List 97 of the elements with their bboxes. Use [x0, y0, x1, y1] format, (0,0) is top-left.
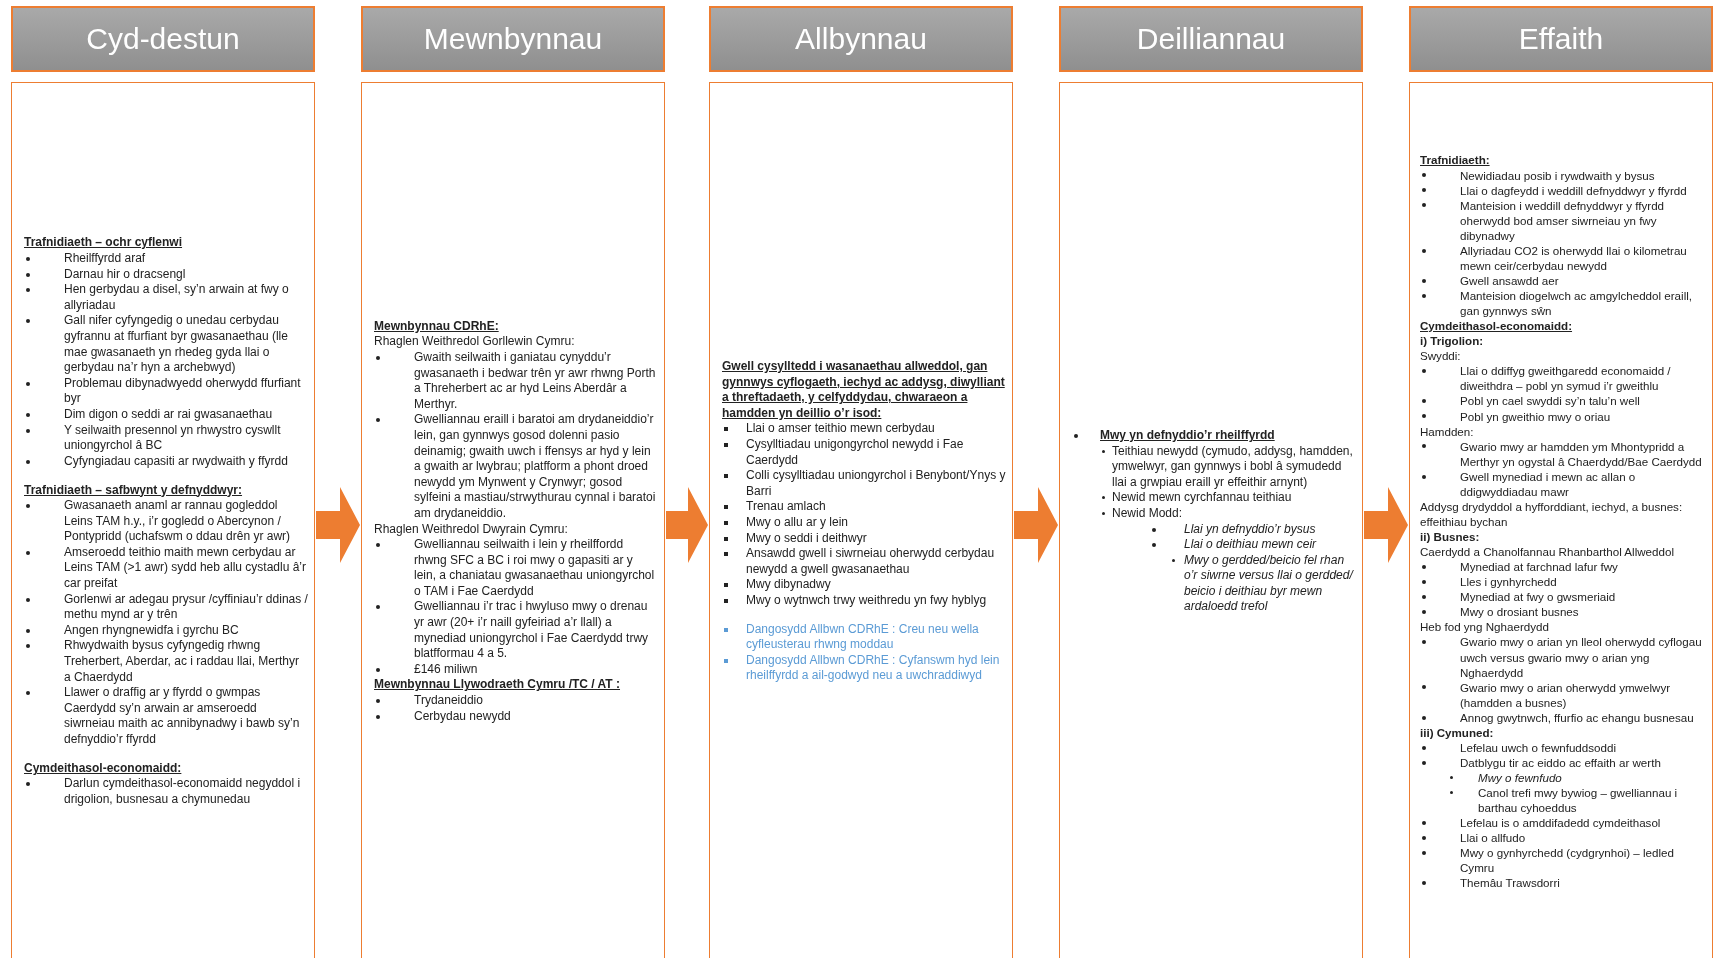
subheading-text: i) Trigolion: [1420, 334, 1484, 348]
bullet-item: Trenau amlach [746, 499, 826, 514]
bullet-item: Mynediad at farchnad lafur fwy [1460, 560, 1618, 574]
bullet-item: Llai o amser teithio mewn cerbydau [746, 421, 935, 436]
bullet-item: Themâu Trawsdorri [1460, 876, 1560, 890]
subheading-text: Caerdydd a Chanolfannau Rhanbarthol Allweddol [1420, 545, 1674, 559]
section-heading: Cymdeithasol-economaidd: [24, 760, 182, 775]
column-header: Deilliannau [1059, 6, 1363, 72]
bullet-item: Gwelliannau i’r trac i hwyluso mwy o drenau yr awr (20+ i’r naill gyfeiriad a’r llall) a mynediad uniongyrchol i Fae Caerdydd trwy blatfformau 4 a 5. [414, 599, 649, 661]
bullet-item: Datblygu tir ac eiddo ac effaith ar werth [1460, 755, 1661, 769]
bullet-item: Llai o allfudo [1460, 831, 1526, 845]
bullet-item: Pobl yn cael swyddi sy’n talu’n well [1460, 394, 1640, 408]
bullet-item: Gwasanaeth anaml ar rannau gogleddol Leins TAM h.y., i’r gogledd o Abercynon / Pontypridd (uchafswm o ddau drên yr awr) [64, 498, 291, 544]
block-arrow [316, 487, 360, 563]
section-heading: Mwy yn defnyddio’r rheilffyrdd [1100, 427, 1275, 442]
bullet-item: Manteision diogelwch ac amgylcheddol eraill, gan gynnwys sŵn [1460, 289, 1692, 318]
bullet-item: Allyriadau CO2 is oherwydd llai o kilometrau mewn ceir/cerbydau newydd [1460, 243, 1687, 272]
bullet-item: Hen gerbydau a disel, sy’n arwain at fwy o allyriadau [64, 282, 289, 312]
bullet-item: Canol trefi mwy bywiog – gwelliannau i barthau cyhoeddus [1478, 786, 1678, 815]
column-header: Cyd-destun [11, 6, 315, 72]
bullet-item: Gwario mwy o arian oherwydd ymwelwyr (hamdden a busnes) [1460, 680, 1671, 709]
bullet-item: Llai o ddiffyg gweithgaredd economaidd / diweithdra – pobl yn symud i’r gweithlu [1460, 364, 1671, 393]
subheading-text: Swyddi: [1420, 349, 1461, 363]
section-heading: Cymdeithasol-economaidd: [1420, 319, 1573, 333]
column-panel [1409, 82, 1713, 958]
bullet-item: Gall nifer cyfyngedig o unedau cerbydau gyfrannu at ffurfiant byr gwasanaethau (lle mae gwasanaeth yn rhedeg gyda llai o gerbydau na’r hyn a archebwyd) [64, 313, 288, 375]
bullet-item: Dangosydd Allbwn CDRhE : Cyfanswm hyd lein rheilffyrdd a ail-godwyd neu a uwchraddiwyd [746, 652, 1000, 683]
bullet-item: Mwy o seddi i deithwyr [746, 530, 867, 545]
subheading-text: Rhaglen Weithredol Dwyrain Cymru: [374, 521, 568, 536]
subheading-text: iii) Cymuned: [1420, 725, 1494, 739]
section-heading: Trafnidiaeth: [1420, 153, 1490, 167]
bullet-item: Lefelau uwch o fewnfuddsoddi [1460, 740, 1616, 754]
block-arrow [666, 487, 708, 563]
block-arrow [1014, 487, 1058, 563]
bullet-item: Manteision i weddill defnyddwyr y ffyrdd oherwydd bod amser siwrneiau yn fwy dibynadwy [1460, 198, 1665, 242]
bullet-item: Ansawdd gwell i siwrneiau oherwydd cerbydau newydd a gwell gwasanaethau [746, 546, 995, 576]
section-heading: Mewnbynnau Llywodraeth Cymru /TC / AT : [374, 677, 620, 692]
bullet-item: Gwell mynediad i mewn ac allan o ddigwyddiadau mawr [1460, 469, 1636, 498]
column-panel [361, 82, 665, 958]
section-heading: Trafnidiaeth – ochr cyflenwi [24, 235, 183, 250]
bullet-item: Gwario mwy ar hamdden ym Mhontypridd a Merthyr yn ogystal â Chaerdydd/Bae Caerdydd [1460, 439, 1702, 468]
section-heading: Mewnbynnau CDRhE: [374, 318, 499, 333]
subheading-text: Heb fod yng Nghaerdydd [1420, 620, 1549, 634]
bullet-item: Llai o deithiau mewn ceir [1184, 537, 1317, 552]
bullet-item: Gorlenwi ar adegau prysur /cyffiniau’r ddinas / methu mynd ar y trên [64, 591, 308, 622]
bullet-item: Cysylltiadau unigongyrchol newydd i Fae Caerdydd [746, 436, 964, 467]
subheading-text: Rhaglen Weithredol Gorllewin Cymru: [374, 334, 575, 349]
bullet-item: £146 miliwn [414, 661, 478, 676]
bullet-item: Annog gwytnwch, ffurfio ac ehangu busnesau [1460, 710, 1694, 724]
bullet-item: Colli cysylltiadau uniongyrchol i Benybont/Ynys y Barri [746, 468, 1006, 498]
bullet-item: Newidiadau posib i rywdwaith y bysus [1460, 168, 1655, 182]
bullet-item: Lefelau is o amddifadedd cymdeithasol [1460, 816, 1661, 830]
bullet-item: Darlun cymdeithasol-economaidd negyddol i drigolion, busnesau a chymunedau [64, 776, 301, 806]
bullet-item: Problemau dibynadwyedd oherwydd ffurfiant byr [64, 375, 301, 406]
bullet-item: Mwy dibynadwy [746, 577, 831, 592]
bullet-item: Llai o dagfeydd i weddill defnyddwyr y ffyrdd [1460, 183, 1687, 197]
bullet-item: Pobl yn gweithio mwy o oriau [1460, 409, 1611, 423]
bullet-item: Y seilwaith presennol yn rhwystro cyswllt uniongyrchol â BC [64, 422, 281, 453]
bullet-item: Gwell ansawdd aer [1460, 273, 1559, 287]
bullet-item: Newid mewn cyrchfannau teithiau [1112, 490, 1292, 505]
bullet-item: Rheilffyrdd araf [64, 251, 146, 265]
bullet-item: Mwy o allu ar y lein [746, 514, 849, 529]
bullet-item: Gwelliannau eraill i baratoi am drydaneiddio’r lein, gan gynnwys gosod dolenni pasio deinamig; gwaith uwch i ffensys ar hyd y lein a gwaith ar lwybrau; platfform a phont droed newydd ym Mynwent y Crynwyr; gosod sylfeini a mastiau/strwythurau cynnal i baratoi am drydaneiddio. [414, 412, 656, 520]
bullet-item: Lles i gynhyrchedd [1460, 575, 1557, 589]
subheading-text: ii) Busnes: [1420, 530, 1480, 544]
bullet-item: Llawer o draffig ar y ffyrdd o gwmpas Caerdydd sy’n arwain ar amseroedd siwrneiau maith ac annibynadwy i bawb sy’n defnyddio’r ffyrdd [64, 685, 300, 746]
bullet-item: Amseroedd teithio maith mewn cerbydau ar Leins TAM (>1 awr) sydd heb allu cystadlu â’r car preifat [64, 544, 306, 591]
bullet-item: Angen rhyngnewidfa i gyrchu BC [64, 622, 239, 637]
bullet-item: Mwy o gynhyrchedd (cydgrynhoi) – ledled Cymru [1460, 846, 1674, 875]
column-header: Mewnbynnau [361, 6, 665, 72]
column-panel [11, 82, 315, 958]
column-header: Allbynnau [709, 6, 1013, 72]
bullet-item: Dim digon o seddi ar rai gwasanaethau [64, 406, 273, 421]
column-panel [709, 82, 1013, 958]
bullet-item: Mwy o drosiant busnes [1460, 605, 1579, 619]
bullet-item: Mwy o wytnwch trwy weithredu yn fwy hyblyg [746, 592, 987, 607]
section-heading: Gwell cysylltedd i wasanaethau allweddol, gan gynnwys cyflogaeth, iechyd ac addysg, diwylliant a threftadaeth, y celfyddydau, chwaraeon a hamdden yn deillio o’r isod: [722, 358, 1005, 420]
subheading-text: Hamdden: [1420, 424, 1474, 438]
bullet-item: Gwaith seilwaith i ganiatau cynyddu’r gwasanaeth i bedwar trên yr awr rhwng Porth a Threherbert ac ar hyd Leins Aberdâr a Merthyr. [414, 349, 656, 411]
bullet-item: Trydaneiddio [414, 693, 483, 708]
bullet-item: Rhwydwaith bysus cyfyngedig rhwng Treherbert, Aberdar, ac i raddau llai, Merthyr a Chaerdydd [64, 638, 299, 684]
bullet-item: Mwy o fewnfudo [1478, 771, 1562, 785]
bullet-item: Newid Modd: [1112, 505, 1183, 520]
bullet-item: Llai yn defnyddio’r bysus [1184, 521, 1316, 536]
bullet-item: Gwario mwy o arian yn lleol oherwydd cyflogau uwch versus gwario mwy o arian yng Nghaerdydd [1460, 635, 1702, 679]
bullet-item: Cerbydau newydd [414, 708, 511, 723]
bullet-item: Cyfyngiadau capasiti ar rwydwaith y ffyrdd [64, 453, 288, 468]
bullet-item: Mynediad at fwy o gwsmeriaid [1460, 590, 1616, 604]
bullet-item: Dangosydd Allbwn CDRhE : Creu neu wella cyfleusterau rhwng moddau [746, 621, 979, 652]
column-header: Effaith [1409, 6, 1713, 72]
section-heading: Trafnidiaeth – safbwynt y defnyddwyr: [24, 482, 243, 497]
bullet-item: Teithiau newydd (cymudo, addysg, hamdden, ymwelwyr, gan gynnwys i bobl â symudedd llai a grwpiau eraill yr effeithir arnynt) [1112, 443, 1353, 489]
block-arrow [1364, 487, 1408, 563]
bullet-item: Mwy o gerdded/beicio fel rhan o’r siwrne versus llai o gerdded/ beicio i deithiau byr mewn ardaloedd trefol [1184, 552, 1353, 614]
bullet-item: Gwelliannau seilwaith i lein y rheilffordd rhwng SFC a BC i roi mwy o gapasiti ar y lein, a chaniatau gwasanaethau uniongyrchol o TAM i Fae Caerdydd [414, 537, 655, 598]
column-panel [1059, 82, 1363, 958]
bullet-item: Darnau hir o dracsengl [64, 266, 186, 281]
